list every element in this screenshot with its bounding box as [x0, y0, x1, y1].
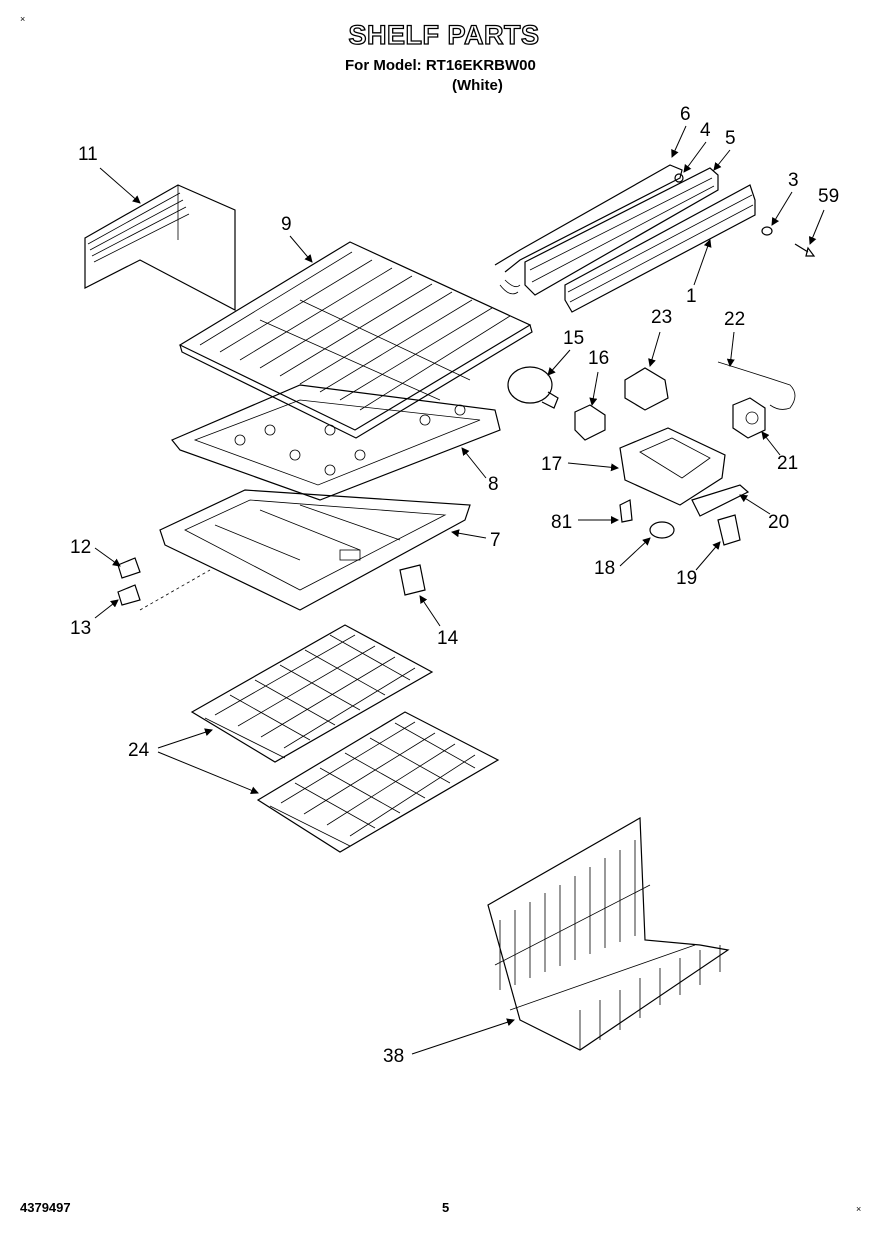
part-8-cover-frame [171, 384, 501, 501]
callout-1: 1 [686, 286, 697, 307]
callout-38: 38 [383, 1046, 404, 1067]
page-title: SHELF PARTS [348, 19, 540, 50]
callout-81: 81 [551, 512, 572, 533]
part-23-thermostat [624, 367, 669, 411]
part-81-screw [619, 499, 633, 523]
callout-13: 13 [70, 618, 91, 639]
part-6-wire [494, 164, 683, 295]
part-11-panel [84, 184, 236, 311]
part-4-screw [674, 173, 684, 183]
callout-59: 59 [818, 186, 839, 207]
callout-12: 12 [70, 537, 91, 558]
callout-9: 9 [281, 214, 292, 235]
callout-16: 16 [588, 348, 609, 369]
part-24-wire-shelf-lower [256, 711, 500, 853]
part-24-wire-shelf-upper [190, 624, 434, 763]
part-17-control-housing [619, 427, 726, 506]
corner-mark: × [20, 14, 26, 24]
callout-5: 5 [725, 128, 736, 149]
part-14-clip [399, 564, 426, 596]
part-16-socket [574, 404, 606, 441]
callout-19: 19 [676, 568, 697, 589]
part-1-rail [564, 184, 756, 313]
callout-17: 17 [541, 454, 562, 475]
part-19-clip [717, 514, 741, 546]
part-5-rail [524, 167, 719, 296]
callout-21: 21 [777, 453, 798, 474]
callout-11: 11 [78, 144, 98, 165]
part-15-light-bulb [507, 366, 559, 409]
document-number: 4379497 [20, 1200, 71, 1215]
color-line: (White) [452, 77, 503, 94]
callout-7: 7 [490, 530, 501, 551]
part-38-basket [487, 816, 730, 1051]
part-20-bracket [691, 484, 750, 517]
callout-23: 23 [651, 307, 672, 328]
callout-3: 3 [788, 170, 799, 191]
page-number: 5 [442, 1200, 450, 1215]
part-12-clip [117, 557, 141, 579]
part-13-clip [117, 584, 141, 606]
corner-mark: × [856, 1204, 862, 1214]
callout-14: 14 [437, 628, 459, 649]
part-9-glass-shelf [178, 241, 533, 439]
model-line: For Model: RT16EKRBW00 [345, 57, 536, 74]
callout-20: 20 [768, 512, 789, 533]
callout-8: 8 [488, 474, 499, 495]
part-3-washer [761, 226, 773, 236]
callout-4: 4 [700, 120, 711, 141]
part-18-knob [649, 521, 675, 539]
callout-18: 18 [594, 558, 615, 579]
part-21-switch [732, 397, 766, 439]
callout-22: 22 [724, 309, 745, 330]
part-22-capillary-tube [717, 361, 796, 410]
callout-15: 15 [563, 328, 584, 349]
callout-6: 6 [680, 104, 691, 125]
callout-24: 24 [128, 740, 150, 761]
part-59-screw [794, 243, 816, 257]
part-7-frame [159, 489, 471, 611]
